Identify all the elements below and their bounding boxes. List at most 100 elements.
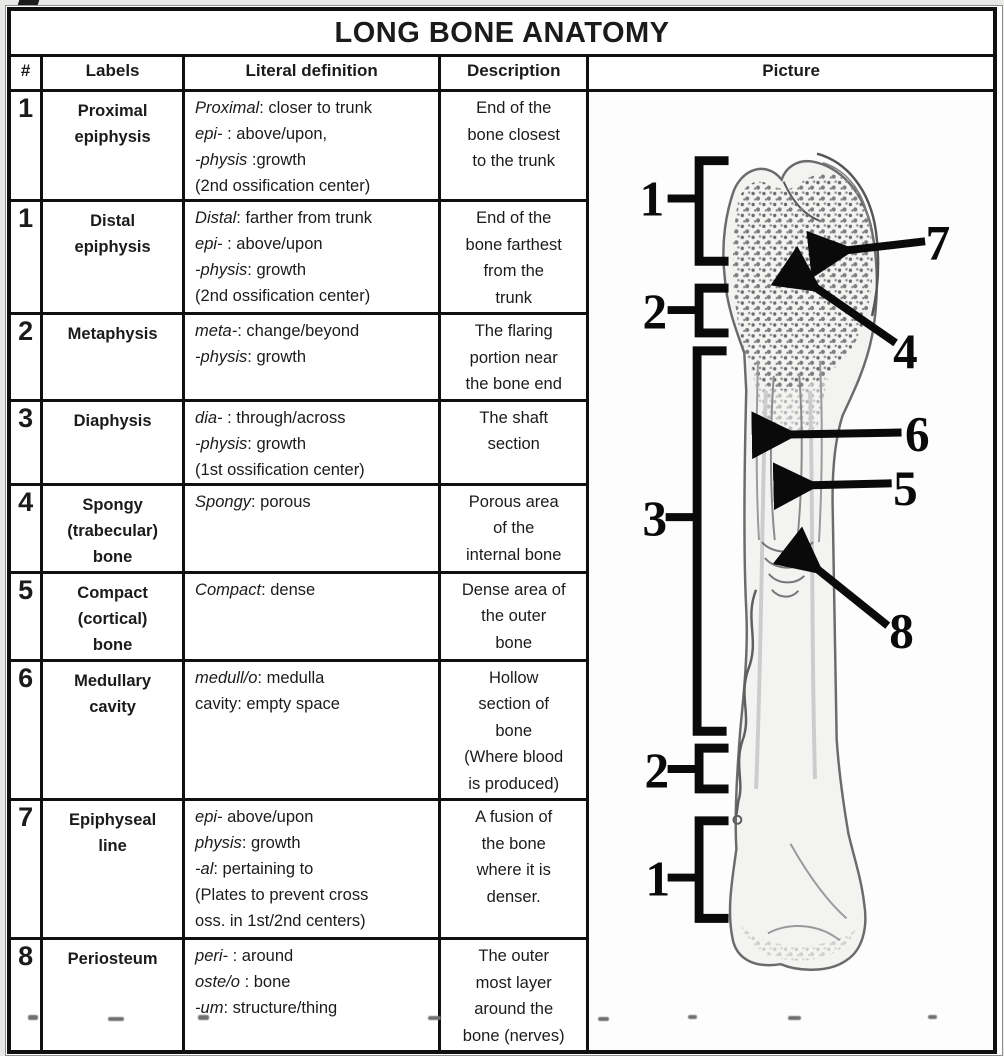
cell-label: Metaphysis: [40, 312, 186, 402]
cell-label: Compact (cortical) bone: [40, 570, 186, 662]
text-line: physis: growth: [195, 834, 301, 852]
text-line: Proximal: [77, 102, 148, 120]
callout-label-medullary-cavity: 6: [905, 406, 930, 461]
bone-diagram: 1 2 3 2 1 7 4 6 5 8: [640, 152, 951, 971]
col-header-description: Description: [438, 54, 590, 92]
text-line: the bone end: [465, 375, 562, 393]
text-line: The flaring: [474, 322, 553, 340]
text-line: (trabecular): [67, 521, 158, 540]
scan-artifact: [928, 1015, 937, 1019]
text-line: -al: pertaining to: [195, 860, 314, 878]
row-number: 8: [7, 937, 44, 1054]
text-line: Diaphysis: [73, 411, 152, 430]
cell-picture: 1 2 3 2 1 7 4 6 5 8: [586, 89, 997, 1054]
scan-artifact: [198, 1015, 209, 1020]
row-number: 1: [7, 89, 44, 202]
text-line: (2nd ossification center): [195, 287, 371, 305]
text-line: dia- : through/across: [195, 408, 346, 427]
text-line: (1st ossification center): [195, 460, 365, 479]
row-number: 2: [7, 312, 44, 402]
text-line: bone closest: [467, 125, 561, 144]
text-line: oss. in 1st/2nd centers): [195, 912, 366, 930]
col-header-num: #: [7, 54, 44, 92]
table-row: 5 Compact (cortical) bone Compact: dense Dens…: [7, 570, 995, 662]
table-row: 3 Diaphysis dia- : through/across -physis: …: [7, 398, 995, 486]
picture-number-labels: 1 2 3 2 1 7 4 6 5 8: [640, 171, 951, 906]
cell-description: The flaring portion near the bone end: [438, 312, 590, 402]
cell-definition: Spongy: porous: [182, 482, 442, 574]
text-line: (Plates to prevent cross: [195, 886, 369, 904]
text-line: Hollow: [488, 668, 539, 687]
text-line: A fusion of: [475, 808, 553, 826]
text-line: around the: [474, 1000, 554, 1018]
picture-brackets: [665, 156, 729, 923]
text-line: -physis: growth: [195, 348, 306, 366]
bracket-label-proximal-epiphysis: 1: [640, 171, 665, 226]
text-line: -physis: growth: [195, 434, 306, 453]
text-line: section of: [478, 695, 550, 713]
text-line: is produced): [468, 774, 560, 793]
text-line: the bone: [481, 834, 546, 853]
text-line: denser.: [486, 887, 541, 906]
col-header-labels: Labels: [40, 54, 186, 92]
text-line: most layer: [475, 973, 552, 992]
text-line: internal bone: [466, 545, 562, 564]
text-line: epiphysis: [74, 238, 151, 256]
col-header-definition: Literal definition: [182, 54, 442, 92]
text-line: cavity: [89, 697, 136, 716]
text-line: to the trunk: [472, 152, 555, 170]
row-number: 6: [7, 658, 44, 801]
col-header-picture: Picture: [586, 54, 997, 92]
text-line: The shaft: [479, 408, 549, 427]
text-line: Spongy: porous: [195, 492, 311, 511]
text-line: -physis :growth: [195, 151, 306, 169]
text-line: portion near: [469, 348, 558, 367]
text-line: Metaphysis: [67, 325, 158, 343]
bracket-label-distal-metaphysis: 2: [645, 743, 670, 798]
text-line: epi- above/upon: [195, 808, 314, 826]
text-line: Medullary: [74, 671, 152, 690]
text-line: (2nd ossification center): [195, 177, 371, 195]
callout-label-epiphyseal-line: 7: [926, 215, 951, 270]
table-row: 2 Metaphysis meta-: change/beyond-physis: …: [7, 312, 995, 402]
scan-artifact: [788, 1016, 801, 1020]
scan-artifact: [598, 1017, 609, 1021]
cell-description: Hollow section of bone (Where blood is produ…: [438, 658, 590, 801]
text-line: peri- : around: [195, 947, 294, 965]
row-number: 3: [7, 398, 44, 486]
title-row: LONG BONE ANATOMY: [7, 7, 997, 57]
scan-artifact: [688, 1015, 697, 1019]
text-line: bone: [495, 633, 533, 652]
header-row: # Labels Literal definition Description …: [7, 54, 997, 92]
text-line: bone: [495, 721, 533, 740]
text-line: Compact: [77, 583, 148, 602]
text-line: (Where blood: [464, 748, 564, 766]
picture-callout-arrows: [751, 230, 926, 629]
table-body: 1 Proximal epiphysis Proximal: closer to tr…: [7, 89, 997, 1054]
row-number: 4: [7, 482, 44, 574]
text-line: from the: [483, 262, 544, 280]
text-line: Periosteum: [67, 950, 158, 968]
text-line: Proximal: closer to trunk: [195, 99, 373, 117]
text-line: bone: [92, 635, 133, 654]
text-line: (cortical): [77, 609, 148, 628]
text-line: Dense area of: [461, 580, 566, 599]
bracket-label-proximal-metaphysis: 2: [643, 284, 668, 339]
row-number: 5: [7, 570, 44, 662]
text-line: epi- : above/upon,: [195, 125, 328, 143]
text-line: trunk: [495, 288, 533, 307]
text-line: bone farthest: [465, 235, 562, 254]
bone-sketch: [722, 152, 880, 971]
cell-definition: Compact: dense: [182, 570, 442, 662]
cell-definition: meta-: change/beyond-physis: growth: [182, 312, 442, 402]
cell-definition: epi- above/upon physis: growth -al: pertai…: [182, 798, 442, 940]
text-line: Distal: [90, 212, 136, 230]
